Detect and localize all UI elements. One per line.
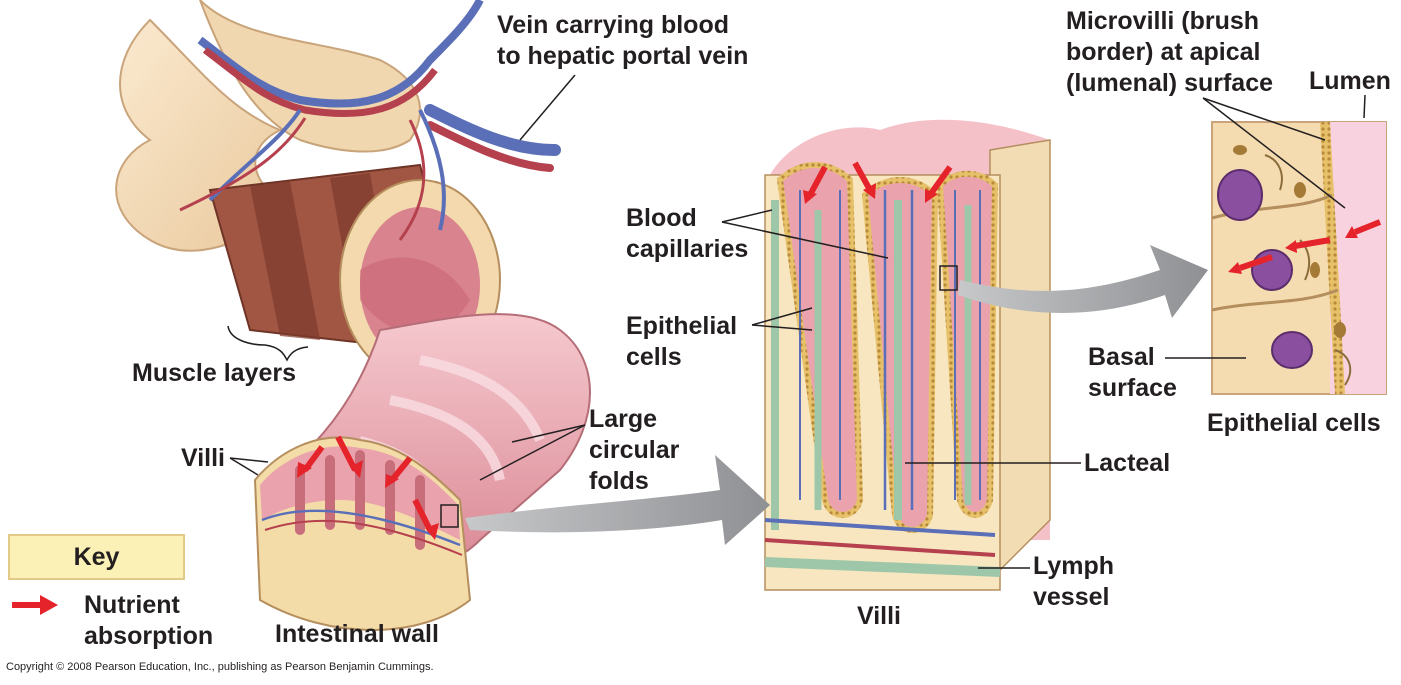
key-title-box: Key (8, 534, 185, 580)
nutrient-absorption-arrows (302, 161, 1382, 532)
label-villi-left: Villi (181, 444, 226, 472)
leader-lines (229, 74, 1366, 569)
label-lacteal: Lacteal (1084, 449, 1171, 477)
label-villi-center: Villi (857, 602, 902, 630)
label-muscle-layers: Muscle layers (132, 359, 296, 387)
label-lumen: Lumen (1309, 67, 1391, 95)
muscle-layers-bracket (227, 325, 309, 362)
label-large-circular-folds: Large circular folds (589, 405, 680, 495)
process-arrow-wall-to-villi (465, 455, 770, 545)
label-epithelial-cells-mid: Epithelial cells (626, 312, 738, 371)
label-vein: Vein carrying blood to hepatic portal ve… (497, 11, 749, 70)
label-basal-surface: Basal surface (1088, 343, 1177, 402)
key-arrowhead (40, 595, 58, 615)
epithelial-cells-panel (1211, 121, 1387, 395)
nutrient-arrowheads (297, 183, 1358, 540)
intestinal-wall-section (253, 436, 472, 631)
label-intestinal-wall: Intestinal wall (275, 620, 439, 648)
blood-vessels-left (179, 0, 561, 241)
label-lymph-vessel: Lymph vessel (1033, 552, 1115, 611)
label-blood-capillaries: Blood capillaries (626, 204, 749, 263)
villi-block (764, 119, 1051, 591)
key-nutrient-absorption: Nutrient absorption (84, 591, 214, 650)
copyright: Copyright © 2008 Pearson Education, Inc.… (6, 661, 434, 673)
process-arrow-villi-to-cells (958, 245, 1208, 318)
label-microvilli: Microvilli (brush border) at apical (lum… (1066, 7, 1274, 97)
label-epithelial-cells-right: Epithelial cells (1207, 409, 1381, 437)
